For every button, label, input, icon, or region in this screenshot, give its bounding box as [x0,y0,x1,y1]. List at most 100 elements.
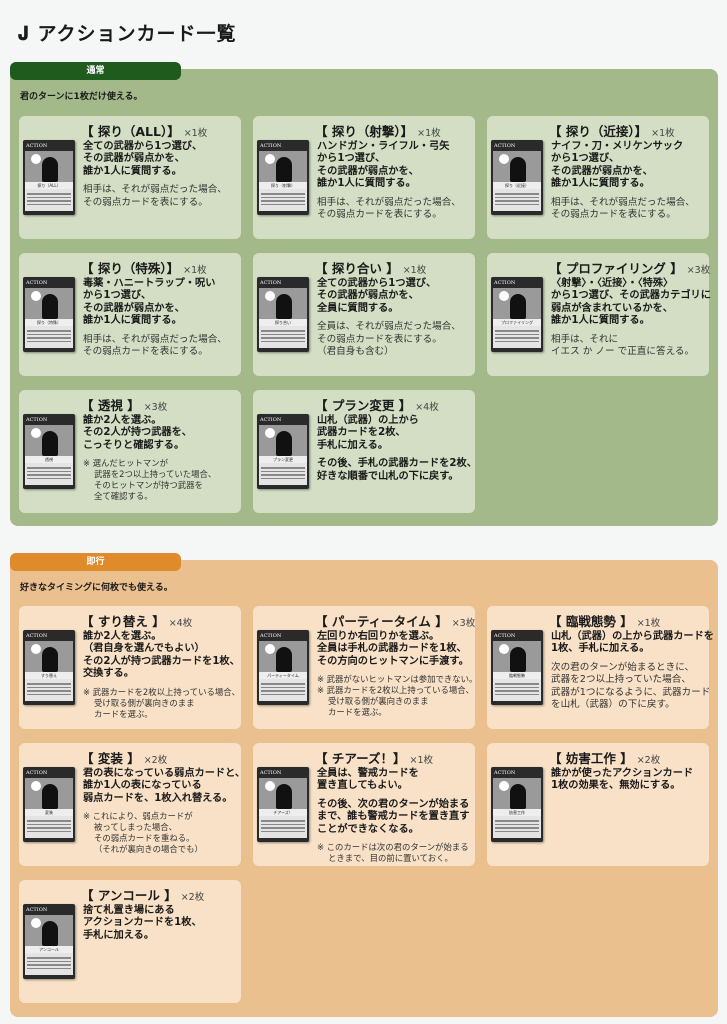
card-name: 【 アンコール 】 [81,888,177,903]
speech-bubble-icon [31,918,41,928]
text-line [27,193,71,195]
description-line: を山札（武器）の下に戻す。 [551,699,675,711]
card-thumb-text [493,189,541,211]
description-note: ※ このカードは次の君のターンが始まる ときまで、目の前に置いておく。 [317,842,473,864]
text-line [495,200,539,202]
card-title: 【 変装 】×2枚 [81,748,167,767]
text-line [27,333,71,335]
card-thumb-text [493,326,541,348]
card-thumb-text [493,679,541,701]
description-line: 1枚、手札に加える。 [551,643,650,655]
description-line: 武器を2つ以上持っていた場合、 [551,674,691,686]
text-line [495,693,539,695]
card-illustration [25,778,73,809]
speech-bubble-icon [499,644,509,654]
speech-bubble-icon [265,154,275,164]
description-line: 交換する。 [83,668,134,680]
speech-bubble-icon [265,291,275,301]
text-line [495,337,539,339]
card-name: 【 すり替え 】 [81,614,165,629]
card-thumb-text [259,816,307,838]
card-name: 【 探り（ALL）】 [81,124,180,139]
card-description: 誰か2人を選ぶ。その2人が持つ武器を、こっそりと確認する。※ 選んだヒットマンが… [83,415,239,508]
description-sub: 相手は、それが弱点だった場合、その弱点カードを表にする。 [83,184,239,209]
text-line [495,690,539,692]
description-line: 武器が1つになるように、武器カード [551,686,711,698]
description-line: ※ 武器カードを2枚以上持っている場合、 [83,686,240,697]
silhouette-icon [510,647,526,672]
description-line: ナイフ・刀・メリケンサック [551,141,684,152]
description-main: 〈射撃〉・〈近接〉・〈特殊〉から1つ選び、その武器カテゴリに弱点が含まれているか… [551,278,711,328]
text-line [27,683,71,685]
description-line: 全員は、警戒カードを [317,768,419,779]
description-main: ハンドガン・ライフル・弓矢から1つ選び、その武器が弱点かを、誰か1人に質問する。 [317,141,473,191]
description-line: その武器が弱点かを、 [83,153,185,165]
card-header: ACTION [25,632,73,641]
description-main: 全ての武器から1つ選び、その武器が弱点かを、誰か1人に質問する。 [83,141,239,178]
card-name: 【 プラン変更 】 [315,398,412,413]
text-line [27,957,71,959]
card-header: ACTION [493,142,541,151]
description-line: その武器が弱点かを、 [317,290,419,302]
card-illustration [25,641,73,672]
card-thumb-label: すり替え [25,672,73,679]
description-line: 左回りか右回りかを選ぶ。 [317,631,440,642]
section-lead: 好きなタイミングに何枚でも使える。 [20,583,173,593]
text-line [27,337,71,339]
text-line [27,964,71,966]
card-thumb-text [493,816,541,838]
description-line: その弱点カードを表にする。 [317,209,442,221]
description-line: （君自身も含む） [317,346,394,358]
speech-bubble-icon [31,428,41,438]
card-header: ACTION [493,769,541,778]
description-line: その後、次の君のターンが始まる [317,798,470,810]
card-header-text: ACTION [260,280,282,286]
text-line [27,690,71,692]
card-illustration [493,778,541,809]
card-title: 【 パーティータイム 】×3枚 [315,611,475,630]
card-thumb-text [25,679,73,701]
card-header: ACTION [259,769,307,778]
silhouette-icon [276,157,292,182]
card-title: 【 探り（ALL）】×1枚 [81,121,207,140]
description-main: 全員は、警戒カードを置き直してもよい。 [317,768,473,793]
description-line: まで、誰も警戒カードを置き直す [317,811,470,823]
description-line: その弱点カードを表にする。 [83,346,208,358]
description-line: 誰か2人を選ぶ。 [83,631,162,642]
text-line [27,467,71,469]
card-name: 【 探り合い 】 [315,261,399,276]
card-name: 【 透視 】 [81,398,140,413]
card-thumb-text [25,953,73,975]
description-line: から1つ選び、 [83,290,152,302]
description-line: 受け取る側が裏向きのまま [317,696,429,707]
speech-bubble-icon [499,291,509,301]
card-name: 【 チアーズ！】 [315,751,406,766]
card-description: ハンドガン・ライフル・弓矢から1つ選び、その武器が弱点かを、誰か1人に質問する。… [317,141,473,227]
text-line [261,340,305,342]
card-title: 【 探り（近接）】×1枚 [549,121,675,140]
card-header-text: ACTION [494,770,516,776]
card-thumb-label: チアーズ！ [259,809,307,816]
description-main: 全ての武器から1つ選び、その武器が弱点かを、全員に質問する。 [317,278,473,315]
card-description: 全ての武器から1つ選び、その武器が弱点かを、全員に質問する。全員は、それが弱点だ… [317,278,473,364]
text-line [261,467,305,469]
description-line: こっそりと確認する。 [83,439,185,451]
card-header: ACTION [259,279,307,288]
card-description: 全ての武器から1つ選び、その武器が弱点かを、誰か1人に質問する。相手は、それが弱… [83,141,239,215]
text-line [27,830,71,832]
description-line: その弱点カードを表にする。 [317,333,442,345]
description-line: 全ての武器から1つ選び、 [83,141,203,152]
section-lead: 君のターンに1枚だけ使える。 [20,92,143,102]
silhouette-icon [510,294,526,319]
card-thumb-label: 探り（近接） [493,182,541,189]
text-line [27,203,71,205]
speech-bubble-icon [31,291,41,301]
description-sub: 相手は、それが弱点だった場合、その弱点カードを表にする。 [83,334,239,359]
card-thumbnail-image: ACTION 探り（近接） [491,140,543,215]
